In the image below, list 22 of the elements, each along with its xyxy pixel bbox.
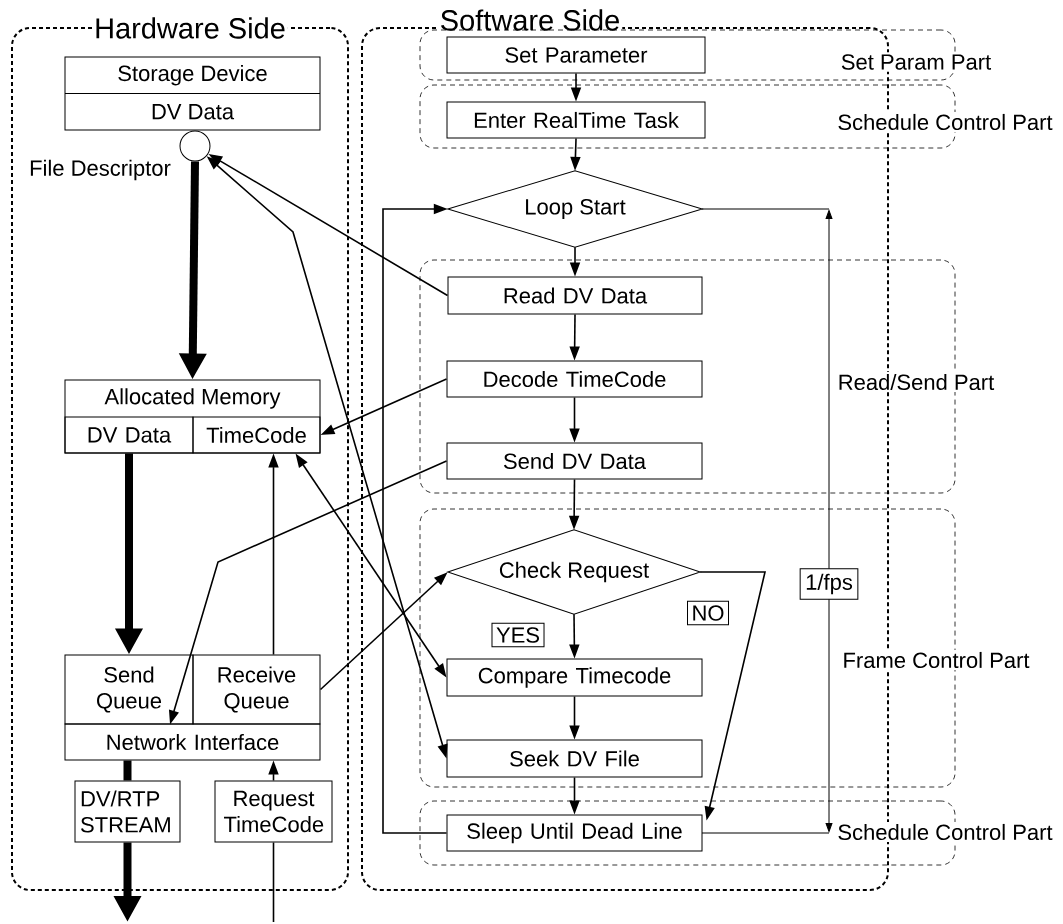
dimension-label: 1/fps (799, 568, 859, 600)
process-box: Send Queue (64, 654, 194, 725)
process-box: TimeCode (192, 416, 321, 454)
storage-box: Storage Device DV Data (64, 56, 321, 131)
process-box: Receive Queue (192, 654, 321, 725)
stream-box: DV/RTP STREAM (74, 780, 181, 843)
process-box: Send DV Data (446, 442, 703, 480)
process-box: DV Data (64, 416, 194, 454)
process-box: Enter RealTime Task (446, 101, 706, 139)
process-box: Request TimeCode (214, 780, 333, 843)
node-label: File Descriptor (30, 159, 171, 181)
arrow (382, 203, 448, 834)
process-box: Decode TimeCode (446, 360, 703, 398)
edge-label: NO (687, 600, 729, 626)
process-box: Network Interface (64, 723, 321, 761)
edge-label: YES (491, 622, 545, 648)
node-label: Software Side (441, 9, 619, 31)
process-box: Read DV Data (447, 276, 703, 315)
process-box: Set Parameter (446, 36, 706, 74)
process-box: Seek DV File (446, 739, 703, 778)
process-box: Compare Timecode (446, 658, 703, 697)
process-box: Sleep Until Dead Line (446, 814, 703, 852)
